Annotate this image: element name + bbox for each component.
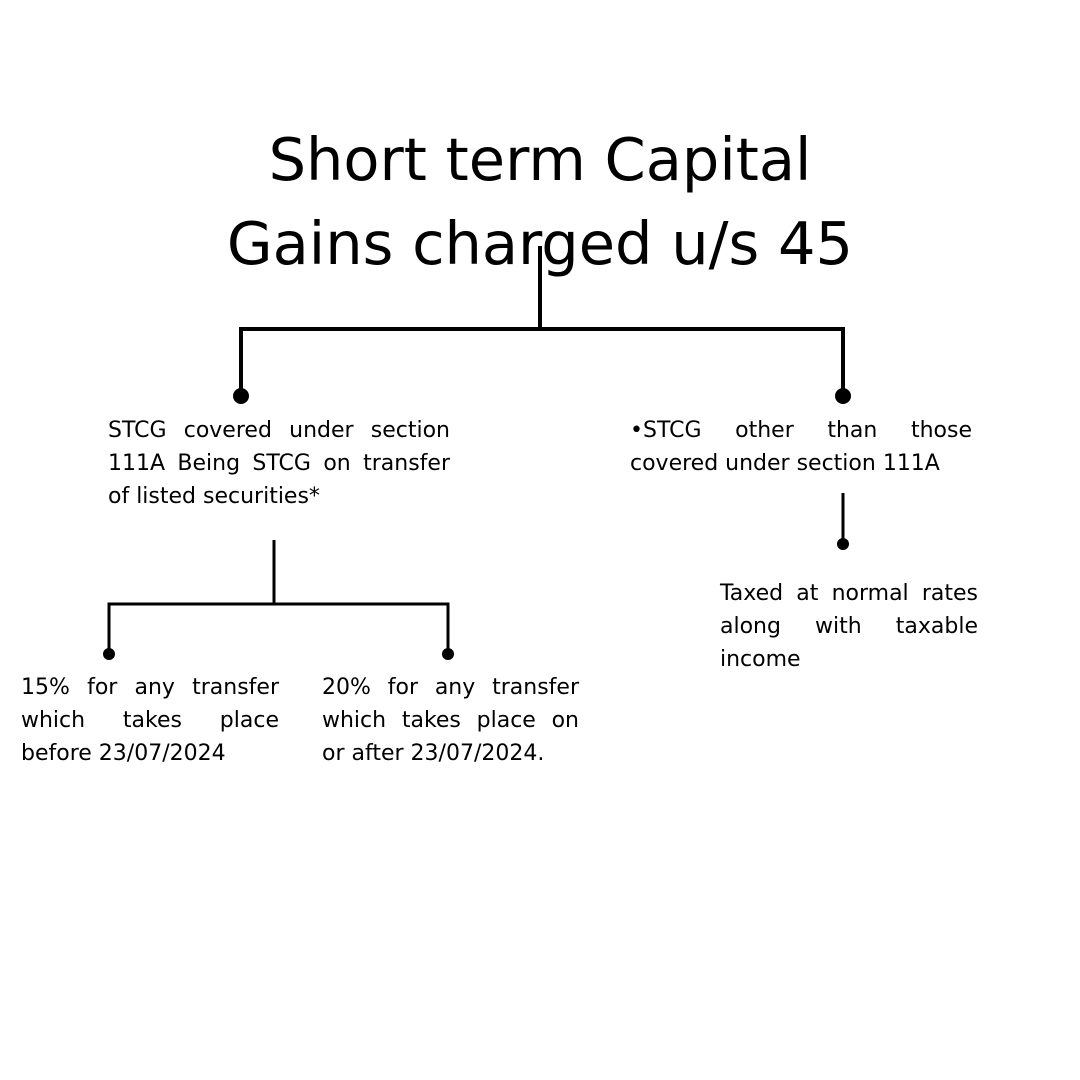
title-line-1: Short term Capital [268,124,812,194]
node-normal-rates: Taxed at normal rates along with taxable… [720,581,978,672]
left-sub-dot-2 [442,648,454,660]
node-20-percent: 20% for any transfer which takes place o… [322,675,579,766]
node-stcg-other: •STCG other than those covered under sec… [630,418,972,476]
right-branch-dot [835,388,851,404]
left-sub-branch-line [107,602,450,654]
right-sub-dot [837,538,849,550]
left-sub-dot-1 [103,648,115,660]
diagram-title: Short term Capital Gains charged u/s 45 [140,118,940,286]
node-15-percent: 15% for any transfer which takes place b… [21,675,279,766]
node-stcg-111a: STCG covered under section 111A Being ST… [108,418,450,509]
main-branch-line [239,327,845,396]
left-branch-dot [233,388,249,404]
